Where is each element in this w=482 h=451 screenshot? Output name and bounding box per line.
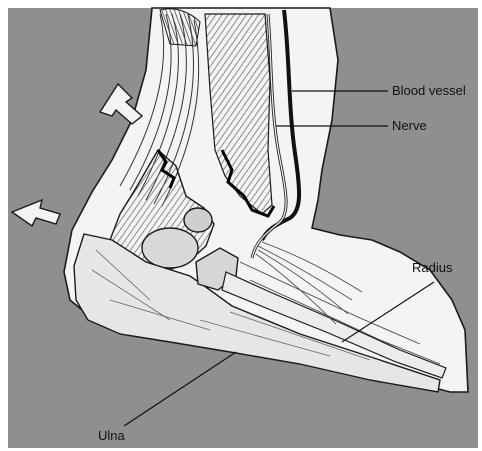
humeral-condyle [184,208,212,232]
label-nerve: Nerve [392,118,427,133]
label-radius: Radius [412,260,453,275]
label-ulna: Ulna [98,428,126,443]
label-blood-vessel: Blood vessel [392,83,466,98]
joint-head [142,228,198,268]
